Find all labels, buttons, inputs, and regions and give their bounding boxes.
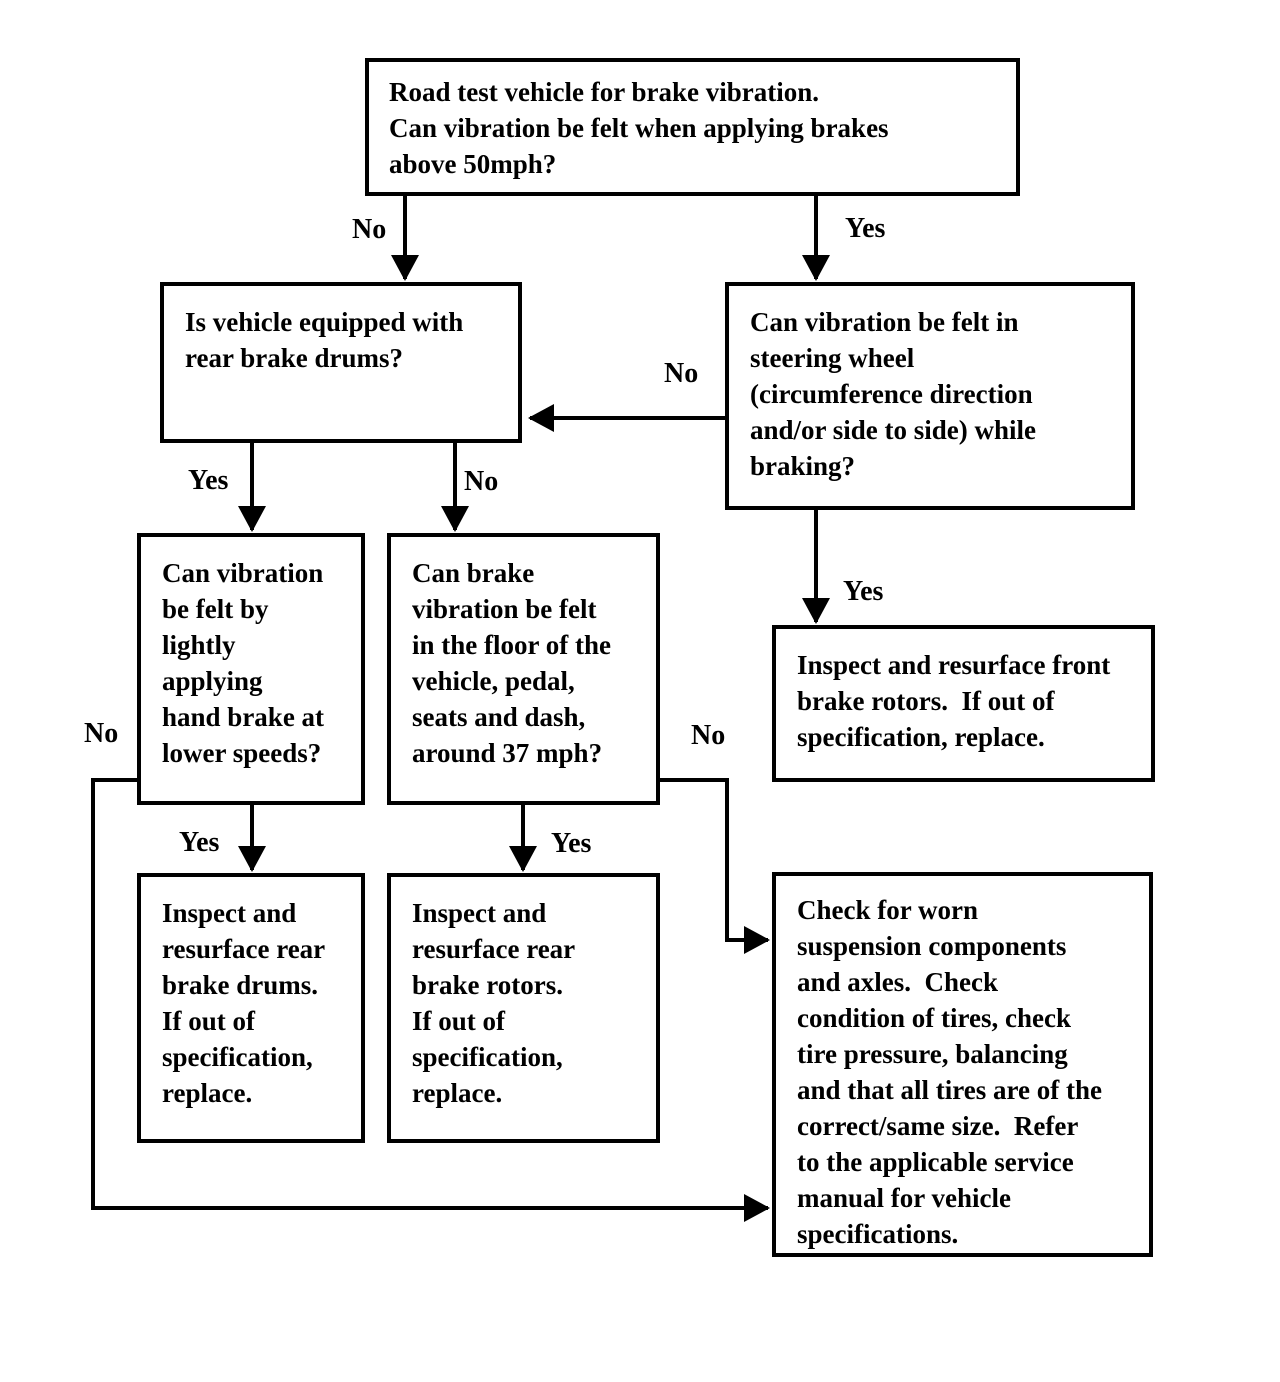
- node-road-test-text: Road test vehicle for brake vibration. C…: [389, 77, 889, 179]
- node-rear-drums-question-text: Is vehicle equipped with rear brake drum…: [185, 307, 464, 373]
- node-handbrake-question: Can vibration be felt by lightly applyin…: [137, 533, 365, 805]
- node-steering-question-text: Can vibration be felt in steering wheel …: [750, 307, 1037, 481]
- edge-label-floor-yes: Yes: [551, 828, 592, 859]
- node-suspension-action: Check for worn suspension components and…: [772, 872, 1153, 1257]
- edge-handbrake-no-line: [91, 778, 770, 1222]
- edge-label-equipped-yes: Yes: [188, 465, 229, 496]
- node-floor-question-text: Can brake vibration be felt in the floor…: [412, 558, 611, 768]
- node-steering-question: Can vibration be felt in steering wheel …: [725, 282, 1135, 510]
- node-front-rotors-action-text: Inspect and resurface front brake rotors…: [797, 650, 1111, 752]
- edge-label-handbrake-no: No: [84, 718, 119, 749]
- node-rear-rotors-action-text: Inspect and resurface rear brake rotors.…: [412, 898, 576, 1108]
- node-rear-drums-action-text: Inspect and resurface rear brake drums. …: [162, 898, 326, 1108]
- node-rear-drums-action: Inspect and resurface rear brake drums. …: [137, 873, 365, 1143]
- edge-label-floor-no: No: [691, 720, 726, 751]
- edge-label-handbrake-yes: Yes: [179, 827, 220, 858]
- edge-label-steering-no: No: [664, 358, 699, 389]
- edge-label-steering-yes: Yes: [843, 576, 884, 607]
- edge-label-root-yes: Yes: [845, 213, 886, 244]
- edge-floor-no-line: [660, 778, 770, 954]
- node-suspension-action-text: Check for worn suspension components and…: [797, 895, 1102, 1249]
- edge-label-root-no: No: [352, 214, 387, 245]
- node-road-test: Road test vehicle for brake vibration. C…: [365, 58, 1020, 196]
- edge-label-equipped-no: No: [464, 466, 499, 497]
- node-floor-question: Can brake vibration be felt in the floor…: [387, 533, 660, 805]
- node-front-rotors-action: Inspect and resurface front brake rotors…: [772, 625, 1155, 782]
- node-rear-drums-question: Is vehicle equipped with rear brake drum…: [160, 282, 522, 443]
- node-rear-rotors-action: Inspect and resurface rear brake rotors.…: [387, 873, 660, 1143]
- node-handbrake-question-text: Can vibration be felt by lightly applyin…: [162, 558, 325, 768]
